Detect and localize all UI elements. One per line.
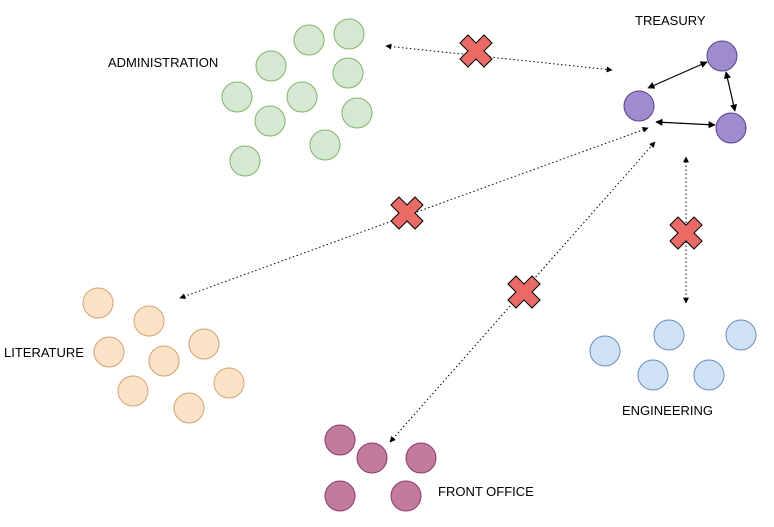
node xyxy=(333,18,365,50)
label-administration: ADMINISTRATION xyxy=(108,55,218,70)
node xyxy=(341,97,373,129)
node xyxy=(133,305,165,337)
node xyxy=(117,375,149,407)
blocked-marker-literature xyxy=(390,196,424,230)
node xyxy=(148,345,180,377)
node xyxy=(255,50,287,82)
group-treasury xyxy=(623,40,747,144)
node xyxy=(715,112,747,144)
blocked-x-icon xyxy=(390,196,424,230)
node xyxy=(637,359,669,391)
node xyxy=(93,336,125,368)
node xyxy=(229,145,261,177)
node xyxy=(324,424,356,456)
node xyxy=(706,40,738,72)
node xyxy=(356,442,388,474)
node xyxy=(213,367,245,399)
blocked-marker-front-office xyxy=(507,275,541,309)
node xyxy=(293,24,325,56)
node xyxy=(623,90,655,122)
label-literature: LITERATURE xyxy=(4,345,84,360)
node xyxy=(332,57,364,89)
node xyxy=(324,480,356,512)
node xyxy=(286,81,318,113)
node xyxy=(589,335,621,367)
treasury-link-left-bottom xyxy=(655,118,716,129)
node xyxy=(173,392,205,424)
group-literature xyxy=(82,287,245,424)
node xyxy=(693,359,725,391)
connection-administration-treasury xyxy=(385,43,613,73)
group-engineering xyxy=(589,319,757,391)
treasury-link-top-bottom xyxy=(723,71,738,112)
node xyxy=(405,442,437,474)
blocked-marker-administration xyxy=(459,34,493,68)
node xyxy=(188,328,220,360)
group-administration xyxy=(221,18,373,177)
blocked-x-icon xyxy=(507,275,541,309)
node xyxy=(390,480,422,512)
group-front-office xyxy=(324,424,437,512)
node xyxy=(653,319,685,351)
blocked-x-icon xyxy=(459,34,493,68)
label-front-office: FRONT OFFICE xyxy=(438,484,534,499)
node xyxy=(254,105,286,137)
node xyxy=(725,319,757,351)
node xyxy=(221,81,253,113)
label-engineering: ENGINEERING xyxy=(622,403,713,418)
treasury-link-top-left xyxy=(647,61,708,89)
node xyxy=(309,129,341,161)
node xyxy=(82,287,114,319)
label-treasury: TREASURY xyxy=(635,13,706,28)
